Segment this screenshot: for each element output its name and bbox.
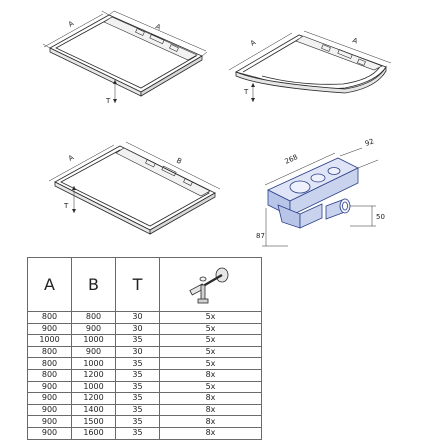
cell-b: 800 bbox=[71, 311, 116, 324]
rectangular-tray-dim-b: B bbox=[175, 157, 183, 166]
cell-a: 900 bbox=[27, 380, 72, 394]
cell-a: 900 bbox=[27, 426, 72, 440]
rectangular-tray-drawing bbox=[48, 141, 221, 235]
rectangular-tray-dim-a: A bbox=[67, 153, 75, 162]
header-feet bbox=[159, 257, 262, 312]
cell-b: 1500 bbox=[71, 415, 116, 428]
drain-trap-drawing bbox=[267, 157, 359, 229]
cell-t: 35 bbox=[115, 368, 160, 382]
cell-t: 30 bbox=[115, 345, 160, 359]
cell-feet: 5x bbox=[159, 357, 262, 370]
square-tray-dim-b: A bbox=[154, 22, 162, 31]
cell-t: 35 bbox=[115, 415, 160, 428]
quadrant-tray-dim-a: A bbox=[249, 38, 257, 47]
cell-a: 900 bbox=[27, 403, 72, 417]
quadrant-tray-drawing bbox=[228, 30, 392, 102]
cell-t: 35 bbox=[115, 392, 160, 405]
cell-a: 900 bbox=[27, 392, 72, 405]
cell-b: 1200 bbox=[71, 368, 116, 382]
drain-trap-dim-outlet-height: 50 bbox=[376, 213, 385, 221]
cell-feet: 5x bbox=[159, 380, 262, 394]
header-b: B bbox=[71, 257, 116, 312]
rectangular-tray-drain-channel bbox=[115, 147, 211, 197]
cell-t: 35 bbox=[115, 357, 160, 370]
drain-trap-dimension-lines bbox=[262, 147, 379, 247]
cell-t: 35 bbox=[115, 403, 160, 417]
cell-t: 35 bbox=[115, 380, 160, 394]
header-a: A bbox=[27, 257, 72, 312]
quadrant-tray-dim-b: A bbox=[351, 36, 358, 45]
square-tray-dim-a: A bbox=[67, 19, 75, 28]
cell-b: 900 bbox=[71, 345, 116, 359]
rectangular-tray-dim-t: T bbox=[63, 202, 69, 210]
cell-a: 800 bbox=[27, 368, 72, 382]
square-tray-drain-channel bbox=[103, 16, 198, 61]
cell-b: 1000 bbox=[71, 334, 116, 347]
cell-a: 800 bbox=[27, 357, 72, 370]
drain-trap-dim-height: 87 bbox=[256, 232, 265, 240]
cell-feet: 5x bbox=[159, 345, 262, 359]
cell-feet: 8x bbox=[159, 415, 262, 428]
cell-a: 900 bbox=[27, 322, 72, 336]
cell-b: 900 bbox=[71, 322, 116, 336]
table-header-row: A B T bbox=[27, 257, 262, 312]
header-t: T bbox=[115, 257, 160, 312]
cell-feet: 5x bbox=[159, 322, 262, 336]
cell-b: 1200 bbox=[71, 392, 116, 405]
cell-feet: 8x bbox=[159, 403, 262, 417]
cell-a: 1000 bbox=[27, 334, 72, 347]
cell-b: 1000 bbox=[71, 357, 116, 370]
cell-feet: 8x bbox=[159, 368, 262, 382]
cell-t: 35 bbox=[115, 334, 160, 347]
cell-a: 800 bbox=[27, 345, 72, 359]
cell-t: 30 bbox=[115, 311, 160, 324]
cell-feet: 5x bbox=[159, 311, 262, 324]
cell-feet: 8x bbox=[159, 392, 262, 405]
square-tray-drawing bbox=[42, 10, 208, 103]
quadrant-tray-drain-channel bbox=[295, 35, 383, 71]
cell-a: 800 bbox=[27, 311, 72, 324]
square-tray-dim-t: T bbox=[105, 97, 111, 105]
drain-trap-dim-length: 268 bbox=[284, 153, 299, 166]
cell-b: 1000 bbox=[71, 380, 116, 394]
cell-t: 30 bbox=[115, 322, 160, 336]
drain-trap-dim-width: 92 bbox=[364, 137, 375, 148]
cell-feet: 8x bbox=[159, 426, 262, 440]
cell-b: 1400 bbox=[71, 403, 116, 417]
quadrant-tray-dim-t: T bbox=[243, 88, 249, 96]
cell-a: 900 bbox=[27, 415, 72, 428]
cell-t: 35 bbox=[115, 426, 160, 440]
cell-feet: 5x bbox=[159, 334, 262, 347]
cell-b: 1600 bbox=[71, 426, 116, 440]
adjustable-foot-icon bbox=[188, 267, 228, 303]
